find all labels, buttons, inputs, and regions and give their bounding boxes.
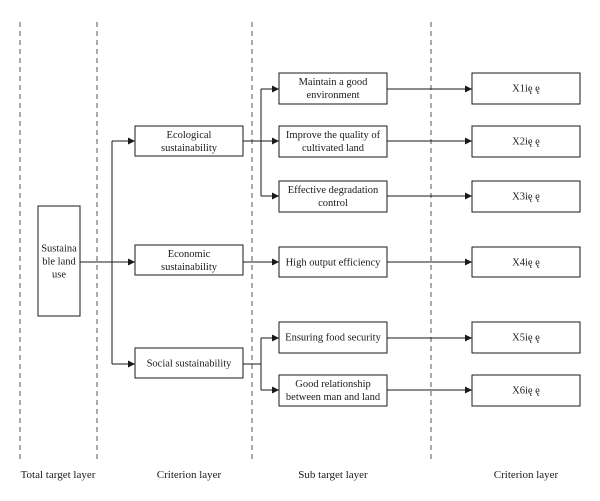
label-line: Maintain a good bbox=[299, 77, 369, 88]
label-line: Economic bbox=[168, 249, 211, 260]
label-line: control bbox=[318, 198, 348, 209]
label-line: Ensuring food security bbox=[285, 333, 381, 344]
label-line: X4ię ę bbox=[512, 258, 540, 269]
column-label-criterion: Criterion layer bbox=[157, 469, 222, 481]
ecological-label: Ecological sustainability bbox=[161, 130, 218, 154]
x6-label: X6ię ę bbox=[512, 386, 540, 397]
x1-label: X1ię ę bbox=[512, 84, 540, 95]
x5-box bbox=[471, 321, 581, 354]
label-line: Effective degradation bbox=[288, 185, 379, 196]
x2-box bbox=[471, 125, 581, 158]
root-box bbox=[37, 205, 81, 317]
cultivated-box bbox=[278, 125, 388, 158]
social-label: Social sustainability bbox=[147, 359, 233, 370]
label-line: use bbox=[52, 270, 66, 281]
label-line: X5ię ę bbox=[512, 333, 540, 344]
food-label: Ensuring food security bbox=[285, 333, 381, 344]
env-label: Maintain a good environment bbox=[299, 77, 369, 101]
column-label-criterion-right: Criterion layer bbox=[494, 469, 559, 481]
label-line: cultivated land bbox=[302, 143, 365, 154]
x5-label: X5ię ę bbox=[512, 333, 540, 344]
x2-label: X2ię ę bbox=[512, 137, 540, 148]
x4-label: X4ię ę bbox=[512, 258, 540, 269]
label-line: Sustaina bbox=[41, 244, 77, 255]
relationship-label: Good relationship between man and land bbox=[286, 379, 381, 403]
x4-box bbox=[471, 246, 581, 278]
x3-label: X3ię ę bbox=[512, 192, 540, 203]
cultivated-label: Improve the quality of cultivated land bbox=[286, 130, 381, 154]
column-label-sub-target: Sub target layer bbox=[298, 469, 368, 481]
label-line: Ecological bbox=[167, 130, 212, 141]
label-line: Good relationship bbox=[295, 379, 371, 390]
economic-label: Economic sustainability bbox=[161, 249, 218, 273]
root-label: Sustaina ble land use bbox=[41, 244, 77, 281]
output-label: High output efficiency bbox=[286, 258, 382, 269]
label-line: X3ię ę bbox=[512, 192, 540, 203]
degradation-label: Effective degradation control bbox=[288, 185, 379, 209]
column-label-total-target: Total target layer bbox=[21, 469, 96, 481]
label-line: X1ię ę bbox=[512, 84, 540, 95]
x6-box bbox=[471, 374, 581, 407]
label-line: X2ię ę bbox=[512, 137, 540, 148]
label-line: X6ię ę bbox=[512, 386, 540, 397]
x3-box bbox=[471, 180, 581, 213]
social-box bbox=[134, 347, 244, 379]
x1-box bbox=[471, 72, 581, 105]
label-line: sustainability bbox=[161, 143, 218, 154]
label-line: Social sustainability bbox=[147, 359, 233, 370]
label-line: between man and land bbox=[286, 392, 381, 403]
label-line: High output efficiency bbox=[286, 258, 382, 269]
label-line: environment bbox=[306, 90, 359, 101]
degradation-box bbox=[278, 180, 388, 213]
label-line: sustainability bbox=[161, 262, 218, 273]
label-line: ble land bbox=[42, 257, 76, 268]
label-line: Improve the quality of bbox=[286, 130, 381, 141]
economic-box bbox=[134, 244, 244, 276]
